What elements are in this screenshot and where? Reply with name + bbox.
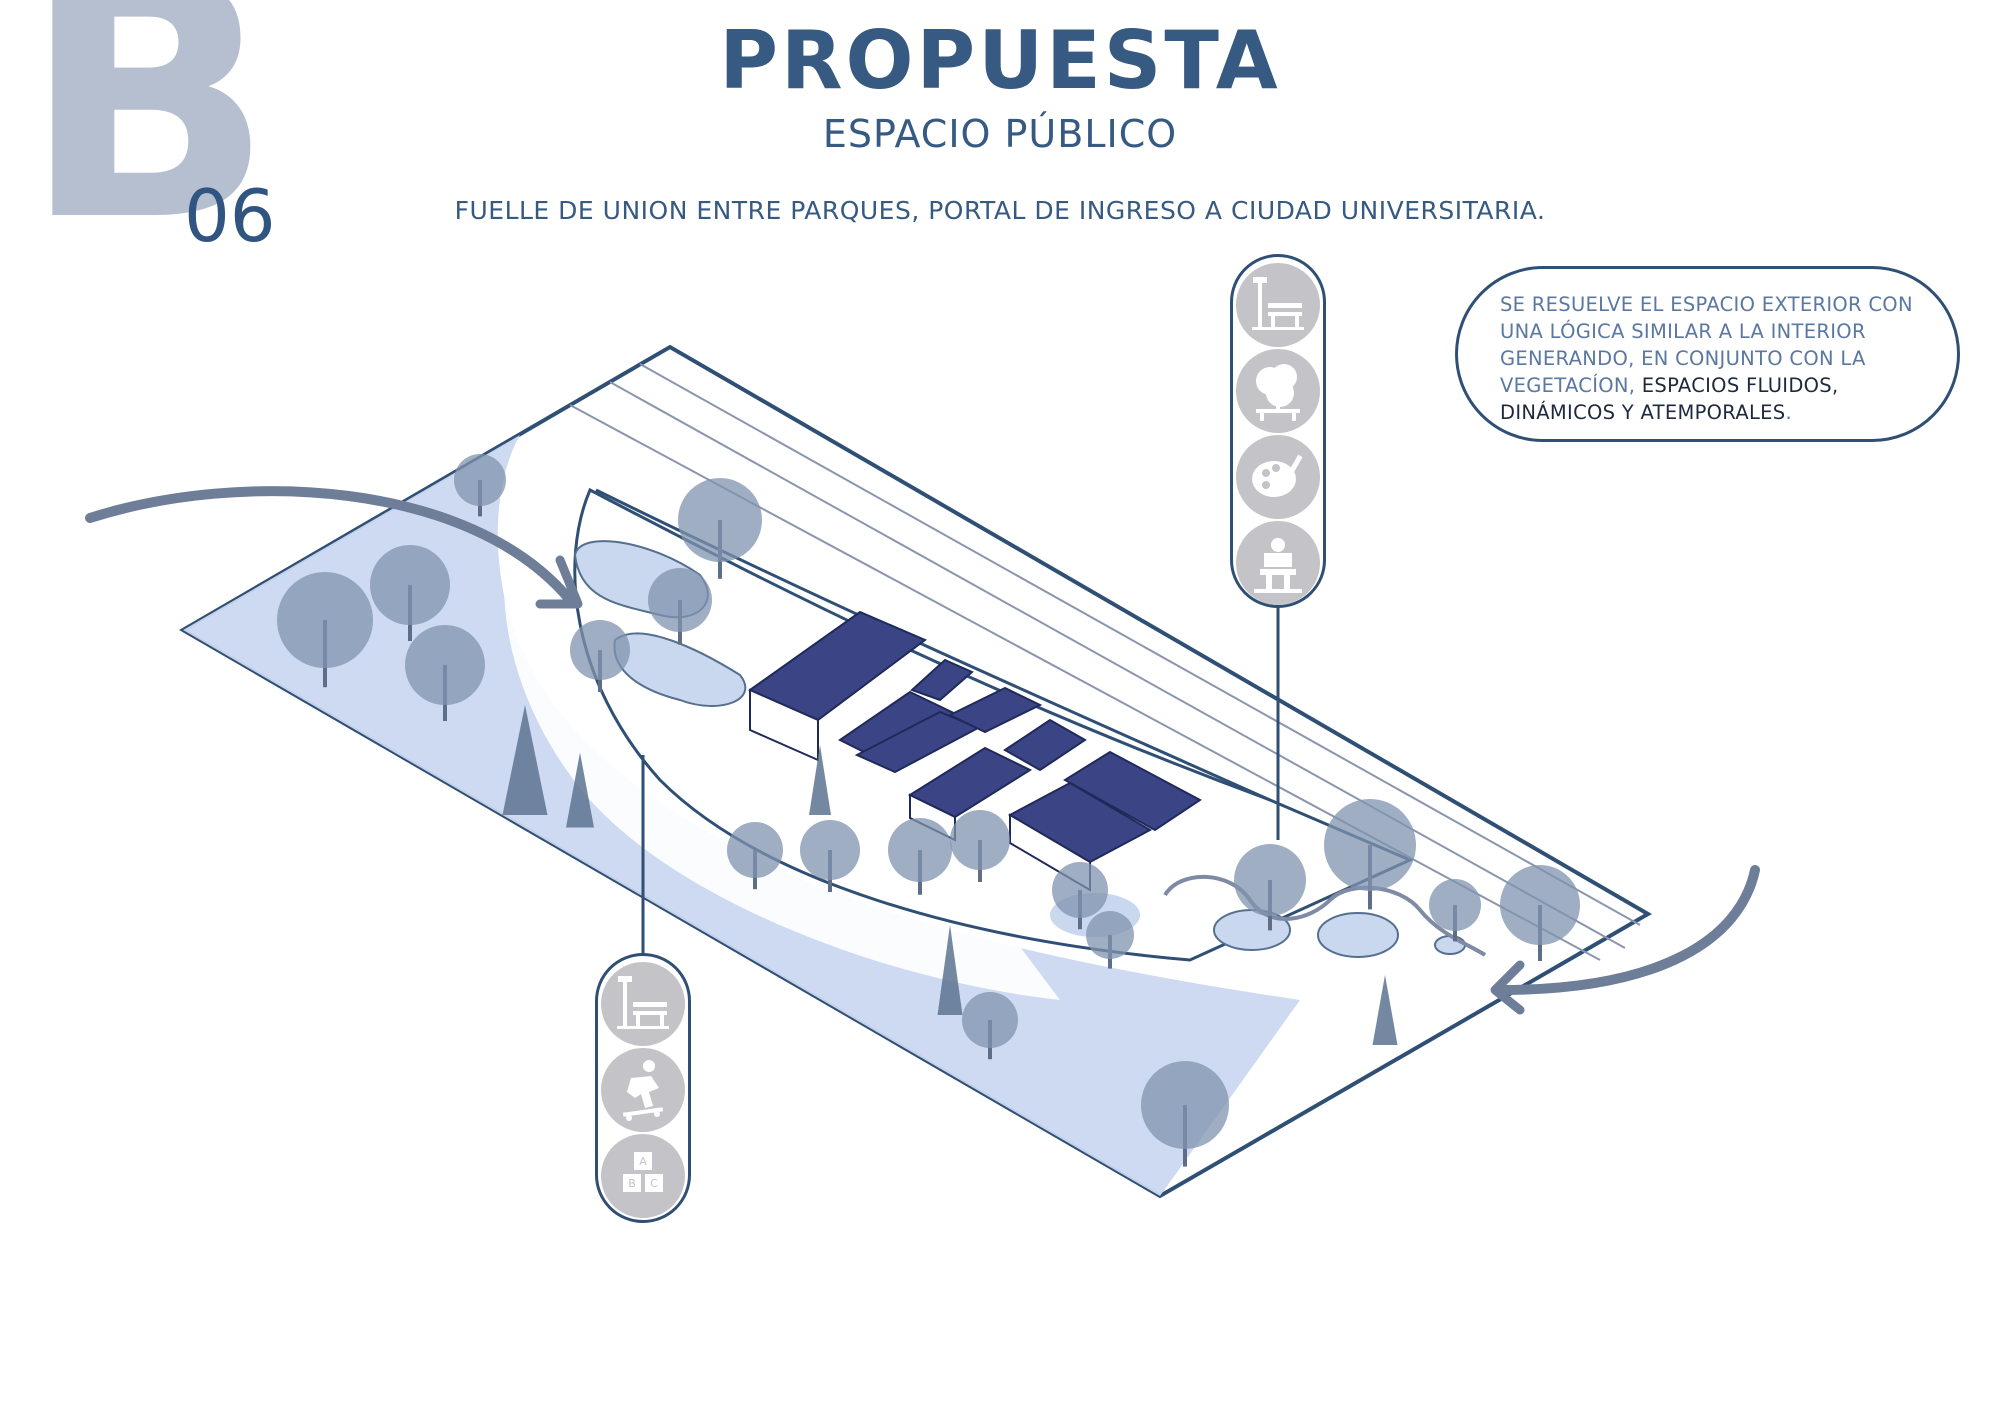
svg-text:B: B	[628, 1177, 636, 1190]
entry-arrow-right	[1495, 865, 1760, 995]
trees	[277, 454, 1580, 1167]
note-text: SE RESUELVE EL ESPACIO EXTERIOR CON UNA …	[1500, 293, 1913, 397]
sheet-number: 06	[184, 174, 276, 258]
pond	[1317, 912, 1399, 958]
tree-canopy	[570, 620, 630, 680]
svg-text:C: C	[650, 1177, 658, 1190]
tree-canopy	[370, 545, 450, 625]
page-title: PROPUESTA	[719, 14, 1281, 107]
building-roof	[910, 658, 974, 702]
page-subtitle: ESPACIO PÚBLICO	[822, 112, 1178, 156]
building-roof	[1063, 750, 1202, 832]
page-tagline: FUELLE DE UNION ENTRE PARQUES, PORTAL DE…	[454, 196, 1546, 225]
left-park-lawn	[183, 435, 1300, 1196]
tree-canopy	[1324, 799, 1416, 891]
entry-arrow-right-head	[1490, 960, 1525, 1015]
pedestrian-path	[504, 440, 1060, 1000]
building-roof	[1003, 718, 1087, 772]
streetlamp-bench-icon	[1236, 263, 1320, 347]
road-line	[639, 363, 1641, 926]
tree-canopy	[1086, 911, 1134, 959]
tree-canopy	[405, 625, 485, 705]
svg-text:A: A	[639, 1155, 647, 1168]
description-note: SE RESUELVE EL ESPACIO EXTERIOR CON UNA …	[1455, 266, 1960, 442]
tree-canopy	[727, 822, 783, 878]
tree-canopy	[1141, 1061, 1229, 1149]
buildings	[747, 610, 1202, 892]
tree-canopy	[1500, 865, 1580, 945]
tree-canopy	[454, 454, 506, 506]
tree-canopy	[1234, 844, 1306, 916]
tree-canopy	[800, 820, 860, 880]
conifer-tree	[502, 705, 548, 815]
tree-canopy	[1429, 879, 1481, 931]
icon-column-upper	[1230, 254, 1326, 608]
tree-canopy	[962, 992, 1018, 1048]
entry-arrow-left-head	[535, 555, 583, 609]
pond	[613, 632, 747, 707]
conifer-tree	[566, 752, 594, 828]
art-palette-icon	[1236, 435, 1320, 519]
conifer-tree	[937, 925, 963, 1015]
serpentine-bench	[1163, 874, 1487, 957]
tree-canopy	[1052, 862, 1108, 918]
section-letter: B	[22, 0, 274, 293]
pond	[1434, 935, 1466, 955]
skateboard-icon	[601, 1048, 685, 1132]
tree-canopy	[277, 572, 373, 668]
tree-canopy	[648, 568, 712, 632]
streetlamp-bench-icon	[601, 962, 685, 1046]
note-end: .	[1785, 401, 1792, 424]
building-roof	[947, 686, 1043, 734]
conifer-tree	[809, 745, 831, 815]
conifer-tree	[1372, 975, 1398, 1045]
sculpture-icon	[1236, 521, 1320, 605]
road-line	[609, 381, 1626, 949]
tree-bench-icon	[1236, 349, 1320, 433]
tree-canopy	[678, 478, 762, 562]
entry-arrow-left	[85, 486, 575, 605]
note-highlight: ESPACIOS FLUIDOS, DINÁMICOS Y ATEMPORALE…	[1500, 374, 1839, 424]
pond	[1213, 909, 1291, 951]
tree-canopy	[888, 818, 952, 882]
tree-canopy	[950, 810, 1010, 870]
